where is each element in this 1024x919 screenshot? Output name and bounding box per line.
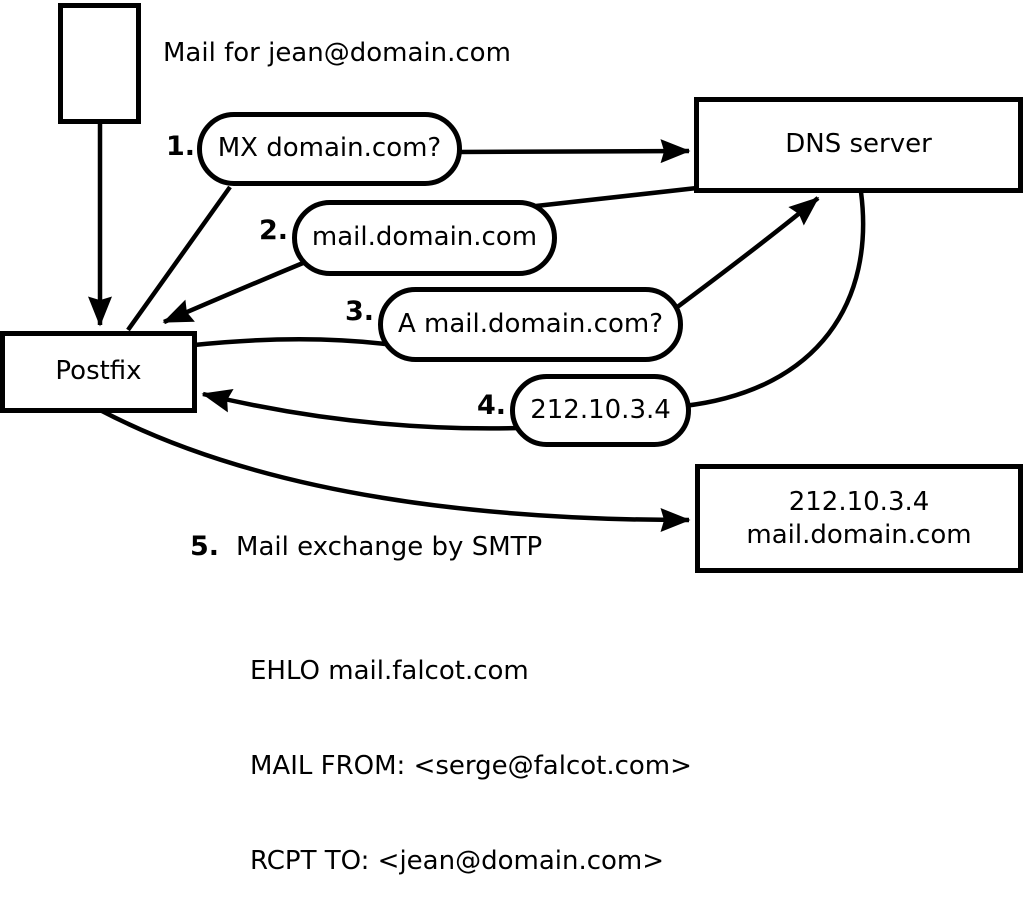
postfix-node-label: Postfix — [55, 356, 142, 387]
dns-server-node: DNS server — [694, 97, 1023, 193]
a-query-pill: A mail.domain.com? — [378, 287, 683, 362]
mx-query-label: MX domain.com? — [217, 133, 442, 164]
arrow-smtp-exchange-to-mailserver — [98, 408, 691, 532]
line-postfix-to-a-query — [193, 337, 386, 348]
mail-message-node — [58, 3, 141, 124]
mail-for-label: Mail for jean@domain.com — [163, 38, 511, 68]
a-answer-pill: 212.10.3.4 — [510, 374, 691, 447]
step-2-number: 2. — [258, 215, 288, 246]
mail-server-ip: 212.10.3.4 — [788, 486, 930, 517]
mx-answer-label: mail.domain.com — [311, 222, 538, 253]
mail-server-node: 212.10.3.4 mail.domain.com — [695, 464, 1023, 573]
arrow-mx-answer-to-postfix — [162, 260, 304, 325]
mx-answer-pill: mail.domain.com — [292, 200, 557, 276]
smtp-line: MAIL FROM: <serge@falcot.com> — [250, 750, 692, 781]
line-dns-to-mx-answer — [535, 185, 698, 209]
postfix-node: Postfix — [0, 331, 197, 413]
arrow-a-query-to-dns — [670, 196, 820, 313]
mx-query-pill: MX domain.com? — [197, 112, 462, 186]
line-dns-to-a-answer — [683, 191, 866, 409]
step-5-label: Mail exchange by SMTP — [236, 532, 543, 562]
line-postfix-to-mx-query — [126, 185, 232, 332]
smtp-line: EHLO mail.falcot.com — [250, 656, 529, 687]
smtp-line: RCPT TO: <jean@domain.com> — [250, 845, 665, 876]
arrow-mx-query-to-dns — [455, 139, 691, 164]
a-answer-label: 212.10.3.4 — [530, 394, 671, 425]
step-1-number: 1. — [165, 131, 195, 162]
dns-server-node-label: DNS server — [785, 129, 932, 160]
smtp-session-transcript: EHLO mail.falcot.com MAIL FROM: <serge@f… — [250, 593, 692, 919]
step-5-caption: 5. Mail exchange by SMTP — [190, 531, 542, 562]
step-4-number: 4. — [476, 390, 506, 421]
step-5-number: 5. — [190, 531, 220, 562]
a-query-label: A mail.domain.com? — [398, 308, 663, 339]
mail-server-hostname: mail.domain.com — [746, 519, 972, 550]
step-3-number: 3. — [344, 296, 374, 327]
arrow-a-answer-to-postfix — [201, 389, 521, 431]
